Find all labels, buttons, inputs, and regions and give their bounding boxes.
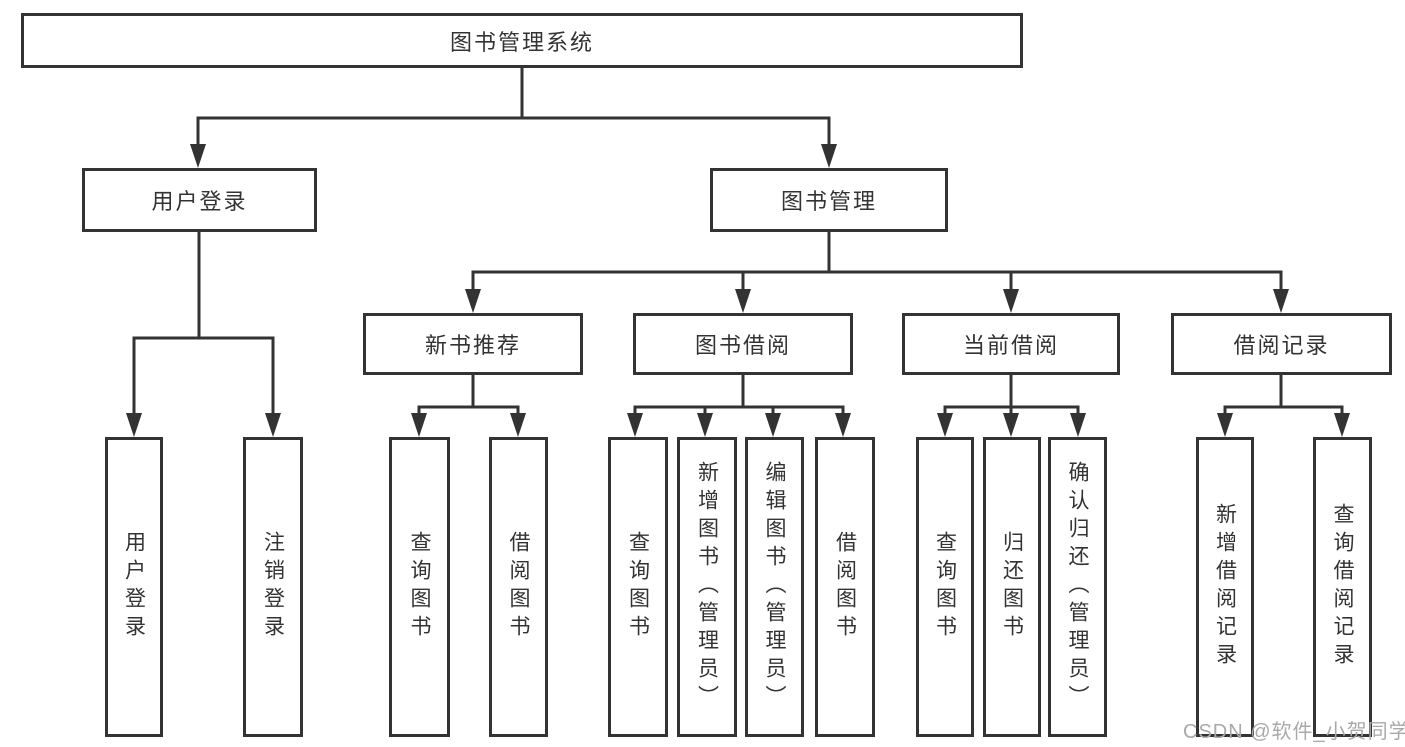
leaf-label: 新增借阅记录 <box>1213 503 1237 671</box>
node-current-borrowing: 当前借阅 <box>902 313 1120 375</box>
leaf-query-books: 查询图书 <box>916 437 974 737</box>
arrow-down-icon <box>821 144 837 168</box>
connector-root-to-level2 <box>196 66 831 148</box>
leaf-label: 新增图书（管理员） <box>695 461 719 713</box>
arrow-down-icon <box>1217 413 1233 437</box>
connector-userlogin-to-leaves <box>132 230 275 417</box>
arrow-down-icon <box>937 413 953 437</box>
leaf-query-borrow-record: 查询借阅记录 <box>1313 437 1372 737</box>
leaf-add-borrow-record: 新增借阅记录 <box>1196 437 1254 737</box>
node-label: 新书推荐 <box>424 333 521 358</box>
node-label: 当前借阅 <box>962 333 1059 358</box>
leaf-edit-book-admin: 编辑图书（管理员） <box>745 437 804 737</box>
connector-bookmgmt-to-level3 <box>471 230 1283 293</box>
leaf-query-books: 查询图书 <box>389 437 450 737</box>
leaf-add-book-admin: 新增图书（管理员） <box>677 437 737 737</box>
node-label: 图书管理 <box>780 189 877 214</box>
connector-current-to-leaves <box>943 373 1080 417</box>
connector-records-to-leaves <box>1223 373 1344 417</box>
leaf-label: 编辑图书（管理员） <box>763 461 786 713</box>
arrow-down-icon <box>735 289 751 313</box>
arrow-down-icon <box>1334 413 1350 437</box>
connector-newrec-to-leaves <box>417 373 520 417</box>
leaf-label: 查询图书 <box>933 531 957 643</box>
leaf-label: 归还图书 <box>1000 531 1024 643</box>
node-new-book-recommend: 新书推荐 <box>363 313 583 375</box>
arrow-down-icon <box>126 413 142 437</box>
leaf-borrow-books: 借阅图书 <box>815 437 875 737</box>
arrowheads <box>126 144 1350 437</box>
node-root-system: 图书管理系统 <box>21 13 1023 68</box>
arrow-down-icon <box>510 413 526 437</box>
node-book-management: 图书管理 <box>710 168 948 232</box>
arrow-down-icon <box>411 413 427 437</box>
leaf-label: 用户登录 <box>122 531 146 643</box>
leaf-label: 查询图书 <box>408 531 431 643</box>
arrow-down-icon <box>1070 413 1086 437</box>
node-label: 借阅记录 <box>1233 333 1330 358</box>
connector-borrow-to-leaves <box>633 373 845 417</box>
leaf-return-book: 归还图书 <box>983 437 1041 737</box>
leaf-label: 借阅图书 <box>833 531 857 643</box>
node-label: 图书管理系统 <box>449 29 594 55</box>
node-book-borrowing: 图书借阅 <box>633 313 853 375</box>
arrow-down-icon <box>765 413 781 437</box>
leaf-label: 查询图书 <box>626 531 650 643</box>
arrow-down-icon <box>835 413 851 437</box>
leaf-query-books: 查询图书 <box>608 437 668 737</box>
arrow-down-icon <box>697 413 713 437</box>
arrow-down-icon <box>1273 289 1289 313</box>
csdn-watermark: CSDN @软件_小贺同学 <box>1183 721 1405 743</box>
leaf-label: 查询借阅记录 <box>1331 503 1354 671</box>
leaf-confirm-return-admin: 确认归还（管理员） <box>1048 437 1107 737</box>
arrow-down-icon <box>1003 289 1019 313</box>
arrow-down-icon <box>1003 413 1019 437</box>
arrow-down-icon <box>627 413 643 437</box>
leaf-borrow-books: 借阅图书 <box>489 437 548 737</box>
node-borrowing-records: 借阅记录 <box>1171 313 1392 375</box>
leaf-label: 注销登录 <box>261 531 285 643</box>
arrow-down-icon <box>190 144 206 168</box>
leaf-label: 确认归还（管理员） <box>1066 461 1089 713</box>
node-user-login: 用户登录 <box>82 168 317 232</box>
node-label: 用户登录 <box>151 189 248 214</box>
leaf-user-login: 用户登录 <box>105 437 163 737</box>
arrow-down-icon <box>465 289 481 313</box>
arrow-down-icon <box>265 413 281 437</box>
leaf-logout: 注销登录 <box>243 437 303 737</box>
node-label: 图书借阅 <box>694 333 791 358</box>
leaf-label: 借阅图书 <box>507 531 530 643</box>
